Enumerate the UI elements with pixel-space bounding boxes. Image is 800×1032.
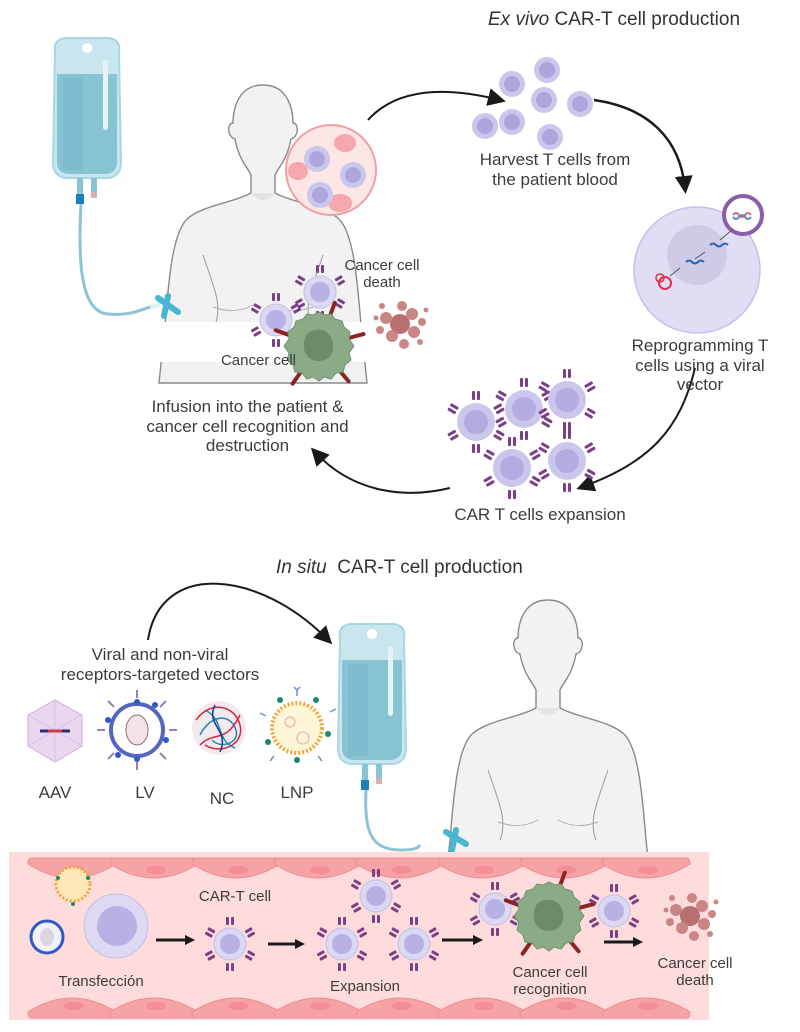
endothelial-nucleus bbox=[64, 1002, 84, 1010]
lipid-nanoparticle-icon bbox=[259, 686, 337, 763]
arrow-to-harvest bbox=[367, 88, 506, 121]
ex-vivo-title-rest: CAR-T cell production bbox=[549, 9, 741, 30]
endothelial-nucleus bbox=[228, 1002, 248, 1010]
endothelial-nucleus bbox=[638, 1002, 658, 1010]
harvest-label: Harvest T cells from the patient blood bbox=[440, 150, 670, 189]
ex-vivo-title: Ex vivo CAR-T cell production bbox=[488, 9, 740, 31]
reprogramming-label-line3: vector bbox=[676, 375, 724, 395]
endothelium-top-row bbox=[27, 857, 691, 879]
iv-catheter-top-icon bbox=[155, 293, 181, 319]
patient-body-top-icon bbox=[150, 84, 410, 384]
vectors-heading: Viral and non-viral receptors-targeted v… bbox=[30, 645, 290, 684]
vector-label-nc: NC bbox=[209, 789, 235, 808]
transfection-step-icon bbox=[29, 865, 149, 959]
endothelial-nucleus bbox=[392, 866, 412, 874]
arrow-to-reprogramming bbox=[593, 98, 693, 194]
reprogramming-label-line1: Reprogramming T bbox=[631, 336, 769, 355]
expansion-step-label: Expansion bbox=[329, 978, 401, 995]
endothelial-nucleus bbox=[146, 866, 166, 874]
infusion-label-line2: cancer cell recognition and bbox=[146, 416, 349, 436]
harvested-t-cells-icon bbox=[472, 57, 593, 150]
endothelial-nucleus bbox=[392, 1002, 412, 1010]
in-situ-title: In situ CAR-T cell production bbox=[276, 557, 523, 579]
nanocarrier-icon bbox=[192, 701, 246, 755]
endothelial-nucleus bbox=[310, 1002, 330, 1010]
vector-label-lv: LV bbox=[135, 783, 155, 802]
arrow-vectors-to-iv-bag bbox=[147, 582, 333, 645]
harvest-label-line1: Harvest T cells from bbox=[479, 150, 631, 169]
recognition-label-line1: Cancer cell bbox=[512, 964, 588, 981]
infusion-label-line1: Infusion into the patient & bbox=[151, 397, 344, 416]
in-situ-title-italic: In situ bbox=[276, 557, 327, 578]
aav-capsid-icon bbox=[27, 699, 83, 763]
iv-bag-bottom-icon bbox=[337, 623, 422, 852]
cancer-cell-death-label: Cancer cell death bbox=[332, 257, 432, 292]
harvest-label-line2: the patient blood bbox=[492, 169, 618, 189]
reprogramming-label-line2: cells using a viral bbox=[635, 355, 765, 375]
endothelial-nucleus bbox=[146, 1002, 166, 1010]
vectors-heading-line1: Viral and non-viral bbox=[91, 645, 229, 664]
vector-label-lnp: LNP bbox=[280, 783, 314, 802]
arrow-to-expansion bbox=[576, 367, 696, 492]
in-situ-title-rest: CAR-T cell production bbox=[326, 557, 523, 578]
recognition-label-line2: recognition bbox=[513, 981, 587, 999]
reprogramming-label: Reprogramming T cells using a viral vect… bbox=[600, 336, 800, 395]
endothelium-bottom-row bbox=[27, 997, 691, 1019]
cancer-cell-death-line1: Cancer cell bbox=[344, 257, 420, 274]
car-t-cell-label: CAR-T cell bbox=[198, 888, 272, 905]
endothelial-nucleus bbox=[310, 866, 330, 874]
recognition-label: Cancer cell recognition bbox=[495, 964, 605, 999]
transfection-label: Transfección bbox=[58, 973, 144, 990]
infusion-label: Infusion into the patient & cancer cell … bbox=[110, 397, 385, 456]
endothelial-nucleus bbox=[638, 866, 658, 874]
endothelial-nucleus bbox=[474, 866, 494, 874]
iv-catheter-bottom-icon bbox=[443, 827, 469, 853]
endothelial-nucleus bbox=[556, 1002, 576, 1010]
death-label-line1: Cancer cell bbox=[657, 955, 733, 972]
endothelial-nucleus bbox=[556, 866, 576, 874]
death-label: Cancer cell death bbox=[645, 955, 745, 990]
endothelial-nucleus bbox=[228, 866, 248, 874]
endothelial-nucleus bbox=[474, 1002, 494, 1010]
vectors-heading-line2: receptors-targeted vectors bbox=[60, 664, 260, 684]
death-label-line2: death bbox=[676, 972, 714, 990]
lentivirus-icon bbox=[97, 690, 177, 770]
vector-label-aav: AAV bbox=[38, 783, 72, 802]
cancer-cell-death-line2: death bbox=[363, 274, 401, 292]
arrow-to-infusion bbox=[310, 447, 451, 494]
cancer-cell-label: Cancer cell bbox=[220, 352, 296, 369]
car-t-cells-expansion-icon bbox=[447, 369, 596, 499]
infusion-label-line3: destruction bbox=[205, 436, 290, 456]
expansion-label: CAR T cells expansion bbox=[454, 505, 626, 524]
ex-vivo-title-italic: Ex vivo bbox=[488, 9, 550, 30]
iv-bag-top-icon bbox=[52, 37, 161, 316]
blood-sample-magnifier-icon bbox=[285, 124, 377, 216]
reprogramming-cell-icon bbox=[633, 194, 764, 334]
